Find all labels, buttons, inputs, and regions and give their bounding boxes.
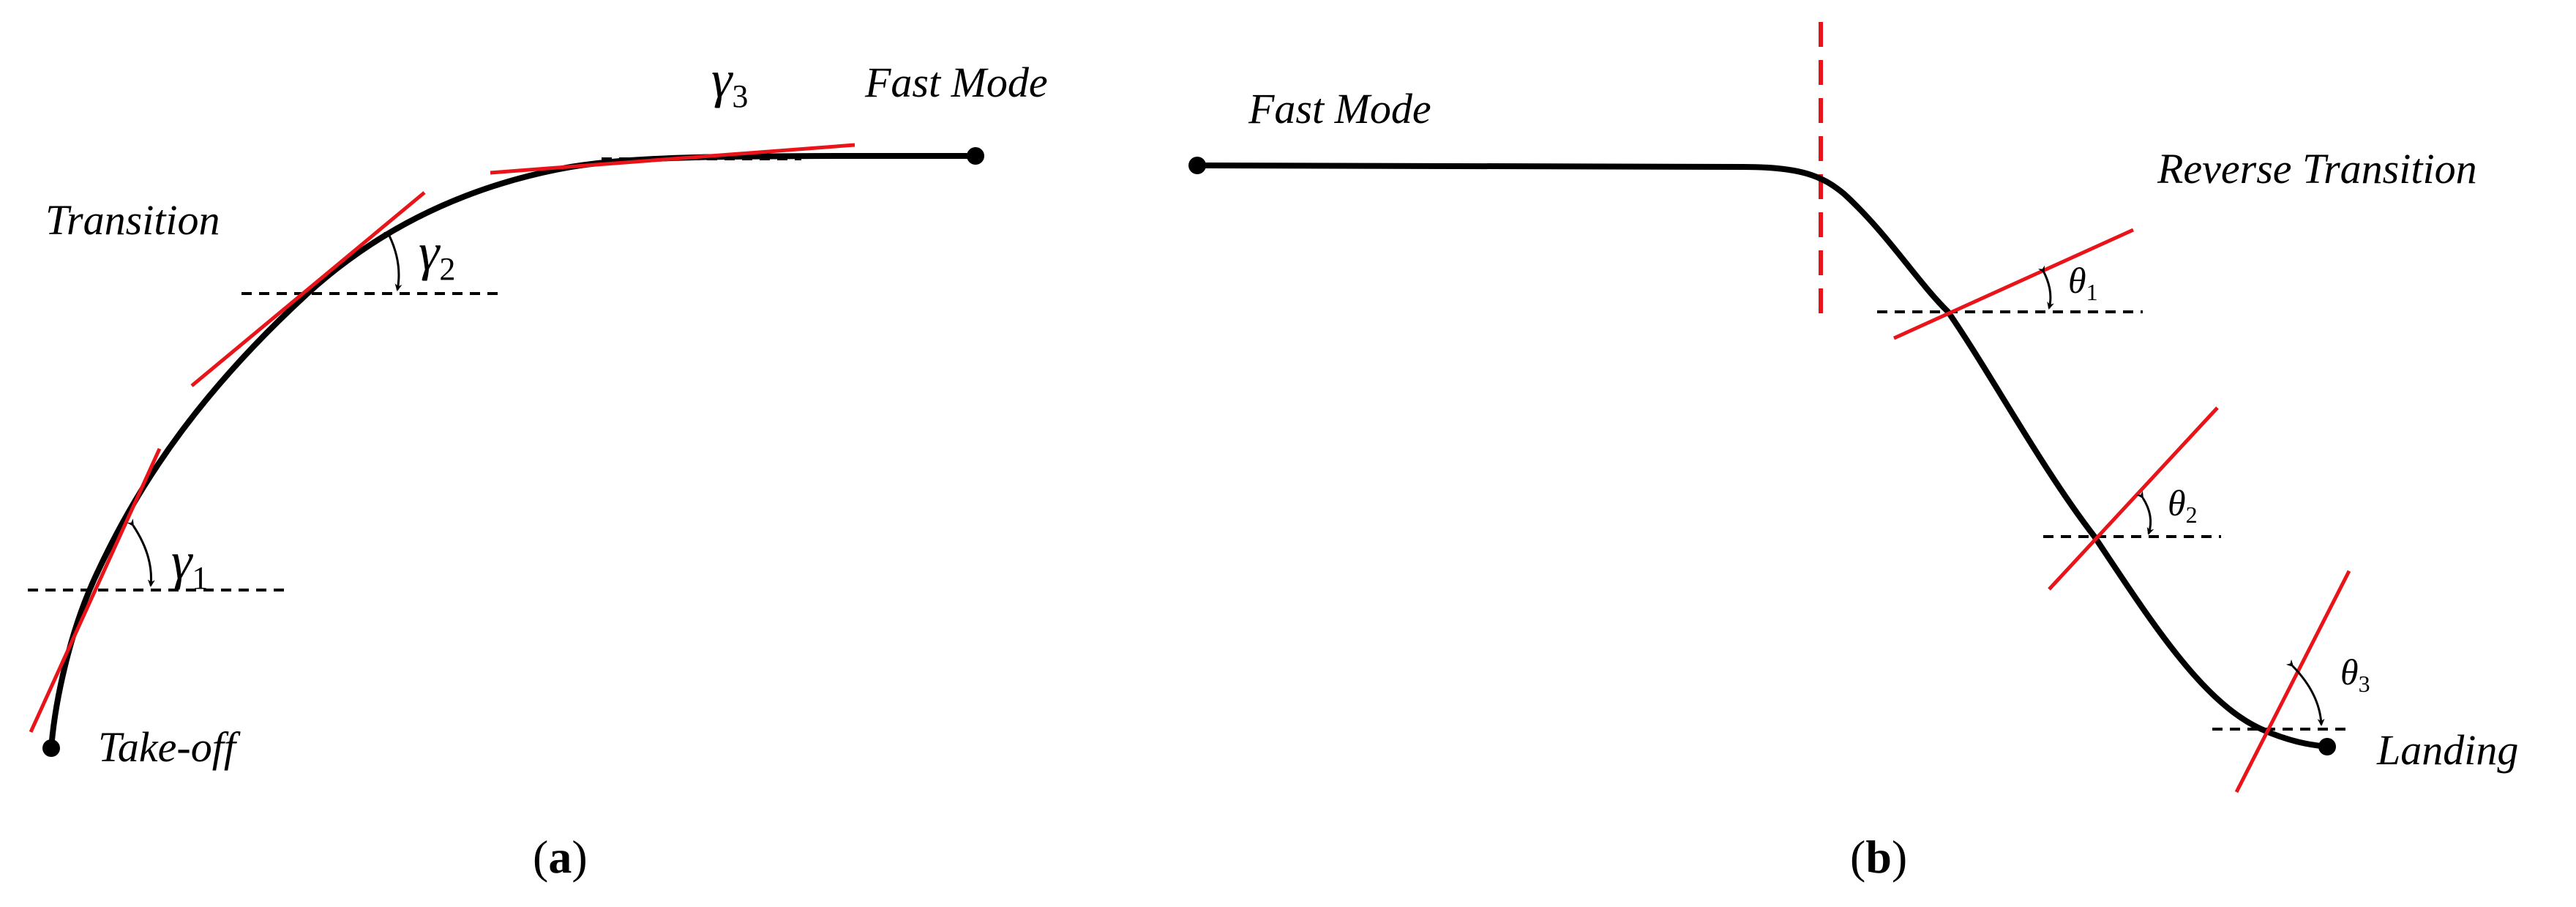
tangent-line-2	[190, 191, 426, 387]
takeoff-flight-path	[48, 152, 978, 751]
panel-a: Fast Mode Transition Take-off γ1 γ2 γ3 (…	[28, 50, 1048, 883]
angle-arc-gamma-1	[127, 518, 155, 587]
landing-point	[2318, 738, 2336, 755]
label-transition: Transition	[45, 196, 220, 244]
label-take-off: Take-off	[98, 723, 241, 771]
tangent-line-1	[29, 447, 162, 734]
label-fast-mode-a: Fast Mode	[864, 59, 1048, 106]
panel-b: Fast Mode Reverse Transition Landing θ1 …	[1188, 22, 2518, 883]
angle-label-gamma-3: γ3	[711, 50, 748, 114]
angle-arc-theta-3	[2285, 659, 2325, 726]
tangent-line-theta-2	[2048, 406, 2219, 591]
landing-flight-path	[1194, 163, 2330, 750]
tangent-line-theta-3	[2234, 570, 2351, 794]
angle-arc-gamma-2	[383, 228, 402, 291]
angle-label-theta-1: θ1	[2068, 260, 2098, 305]
caption-b: (b)	[1850, 831, 1907, 883]
angle-label-gamma-1: γ1	[171, 531, 208, 596]
angle-label-theta-2: θ2	[2168, 482, 2198, 528]
angle-arc-theta-2	[2136, 490, 2154, 535]
fast-mode-end-point	[967, 147, 984, 165]
caption-a: (a)	[533, 831, 588, 883]
takeoff-point	[42, 739, 60, 757]
fast-mode-start-point	[1188, 157, 1206, 174]
tangent-line-3	[490, 143, 855, 175]
tangent-line-theta-1	[1892, 228, 2135, 340]
label-fast-mode-b: Fast Mode	[1248, 85, 1431, 132]
angle-arc-theta-1	[2037, 265, 2054, 310]
angle-label-gamma-2: γ2	[419, 223, 455, 287]
label-reverse-transition: Reverse Transition	[2157, 145, 2477, 193]
angle-label-theta-3: θ3	[2340, 652, 2370, 697]
label-landing: Landing	[2376, 726, 2518, 774]
